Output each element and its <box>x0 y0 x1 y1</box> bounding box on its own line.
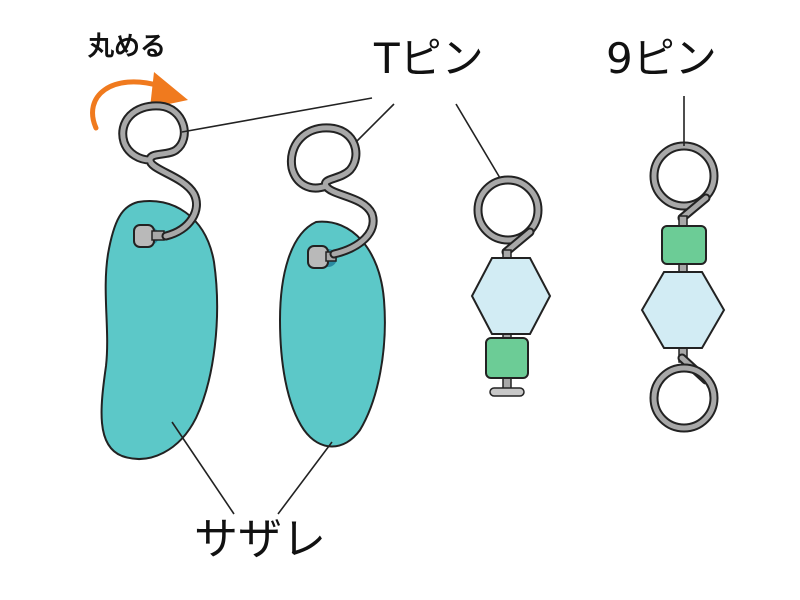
sazare-stone-middle <box>278 220 386 448</box>
leader-line-sazare-2 <box>277 441 333 515</box>
hexagon-bead-t-pin <box>470 257 552 335</box>
square-bead-nine-pin <box>661 225 707 265</box>
earring-middle <box>278 123 386 448</box>
curved-arrow-icon <box>90 72 188 131</box>
label-t-pin: Tピン <box>374 34 484 83</box>
leader-line-t-pin-1 <box>181 97 373 133</box>
label-round: 丸める <box>88 32 167 62</box>
hexagon-bead-nine-pin <box>640 271 726 349</box>
leader-line-t-pin-2 <box>355 103 395 143</box>
sazare-stone-left <box>100 200 219 460</box>
nine-pin-assembly <box>640 141 726 433</box>
label-nine-pin: 9ピン <box>606 34 717 83</box>
earring-left <box>100 101 219 460</box>
square-bead-t-pin <box>485 337 529 379</box>
leader-line-sazare-1 <box>171 421 235 515</box>
label-sazare: サザレ <box>194 514 326 565</box>
leader-lines <box>171 96 685 515</box>
leader-line-t-pin-3 <box>455 103 501 179</box>
t-pin-assembly <box>470 175 552 397</box>
wire-loop-middle <box>286 123 378 259</box>
wire-loop-left <box>118 101 201 241</box>
